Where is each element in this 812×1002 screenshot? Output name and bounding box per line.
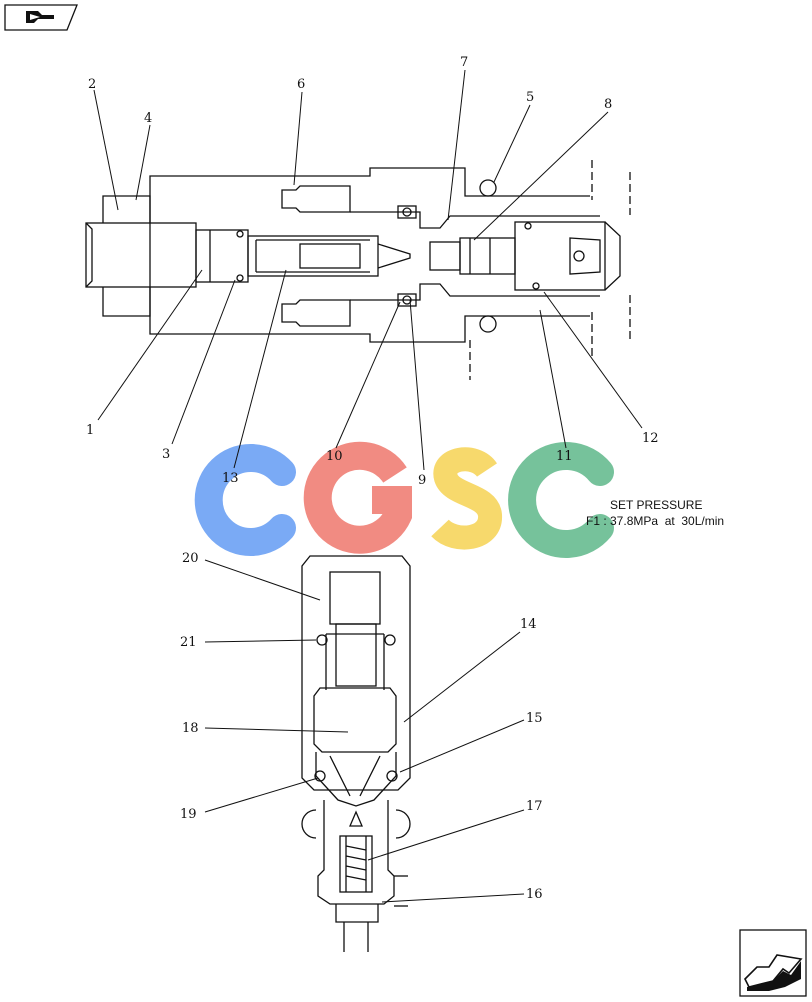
set-pressure-title: SET PRESSURE	[610, 498, 703, 512]
callout-numbers: 2 4 6 7 5 8 1 3 13 10 9 11 12 20 21 14 1…	[86, 55, 659, 902]
callout-10: 10	[326, 449, 343, 464]
set-pressure-spec: SET PRESSURE F1 : 37.8MPa at 30L/min	[586, 497, 724, 529]
watermark	[194, 441, 614, 558]
callout-17: 17	[526, 799, 543, 814]
callout-8: 8	[604, 97, 612, 112]
callout-18: 18	[182, 721, 199, 736]
callout-9: 9	[418, 473, 426, 488]
callout-20: 20	[182, 551, 199, 566]
back-button[interactable]	[4, 4, 78, 31]
watermark-letter-c2	[508, 442, 614, 558]
next-page-button[interactable]	[739, 929, 807, 997]
upper-leader-lines	[93, 69, 643, 471]
callout-15: 15	[526, 711, 543, 726]
relief-cartridge-lower	[301, 555, 411, 952]
back-arrow-icon	[4, 4, 78, 31]
callout-7: 7	[460, 55, 468, 70]
watermark-letter-g	[303, 441, 412, 554]
callout-5: 5	[526, 90, 534, 105]
next-page-arrow-icon	[739, 929, 807, 997]
callout-3: 3	[162, 447, 170, 462]
callout-19: 19	[180, 807, 197, 822]
watermark-letter-s	[431, 447, 502, 550]
callout-1: 1	[86, 423, 94, 438]
callout-21: 21	[180, 635, 197, 650]
callout-12: 12	[642, 431, 659, 446]
set-pressure-value: F1 : 37.8MPa at 30L/min	[586, 514, 725, 528]
lower-leader-lines	[204, 559, 525, 903]
callout-11: 11	[556, 449, 573, 464]
callout-2: 2	[88, 77, 96, 92]
callout-4: 4	[144, 111, 152, 126]
callout-14: 14	[520, 617, 537, 632]
callout-16: 16	[526, 887, 543, 902]
callout-13: 13	[222, 471, 239, 486]
callout-6: 6	[297, 77, 305, 92]
relief-valve-upper	[85, 160, 631, 380]
watermark-letter-c1	[194, 444, 296, 556]
